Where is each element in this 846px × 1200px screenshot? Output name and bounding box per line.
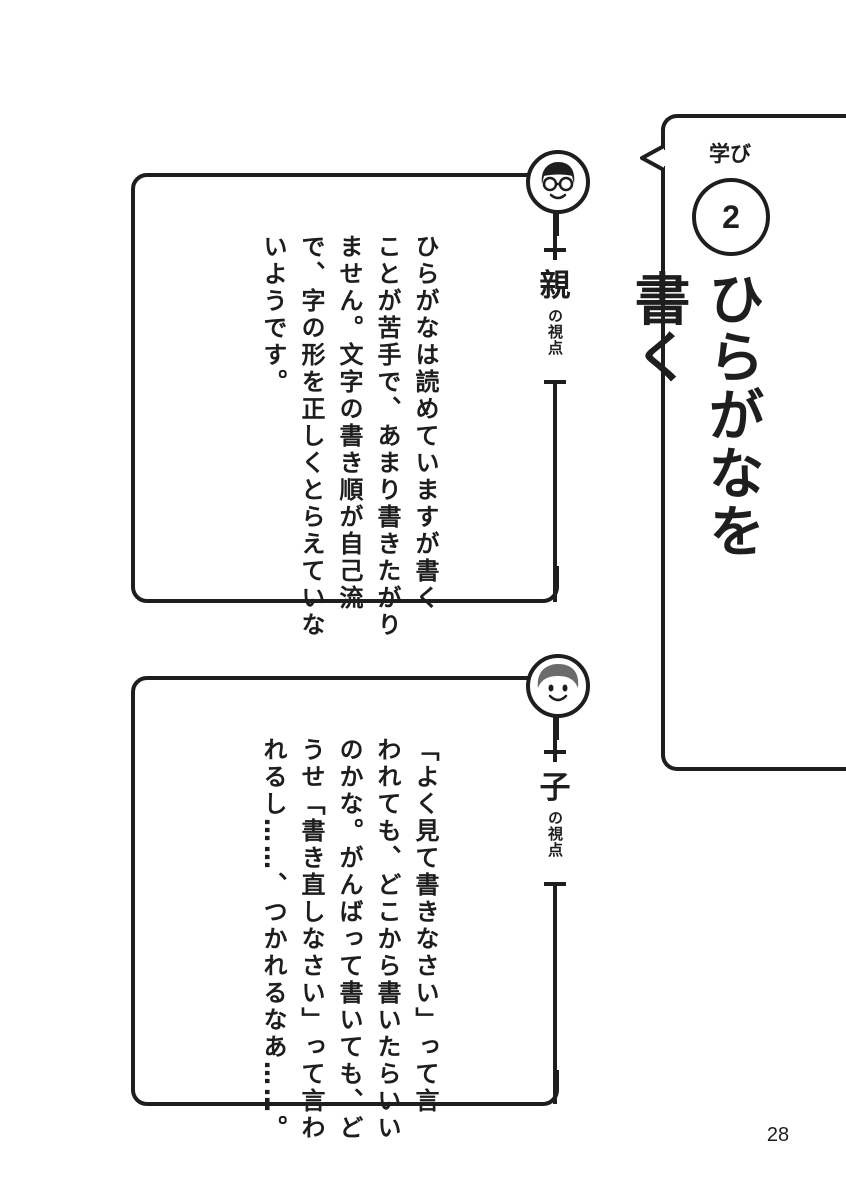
viewpoint-main-char: 親 <box>539 268 571 304</box>
child-viewpoint-panel <box>131 676 559 1106</box>
lesson-label: 学び <box>709 142 751 166</box>
viewpoint-sub-text: の視点 <box>546 308 564 356</box>
lesson-number-badge: 2 <box>692 178 770 256</box>
lesson-title-box <box>661 114 846 771</box>
title-box-pointer <box>640 144 672 172</box>
connector-line <box>553 712 557 762</box>
child-face-icon <box>526 654 590 718</box>
lesson-title: ひらがなを書く <box>625 270 764 560</box>
viewpoint-sub-text: の視点 <box>546 810 564 858</box>
parent-viewpoint-label: 親 の視点 <box>533 268 577 356</box>
child-viewpoint-text: 「よく見て書きなさい」って言 われても、どこから書いたらいい のかな。がんばって… <box>259 737 439 1142</box>
connector-line <box>553 210 557 260</box>
child-viewpoint-label: 子 の視点 <box>533 770 577 858</box>
parent-viewpoint-text: ひらがなは読めていますが書く ことが苦手で、あまり書きたがり ません。文字の書き… <box>259 234 439 639</box>
page-number: 28 <box>766 1124 790 1146</box>
viewpoint-main-char: 子 <box>539 770 571 806</box>
father-with-glasses-icon <box>526 150 590 214</box>
